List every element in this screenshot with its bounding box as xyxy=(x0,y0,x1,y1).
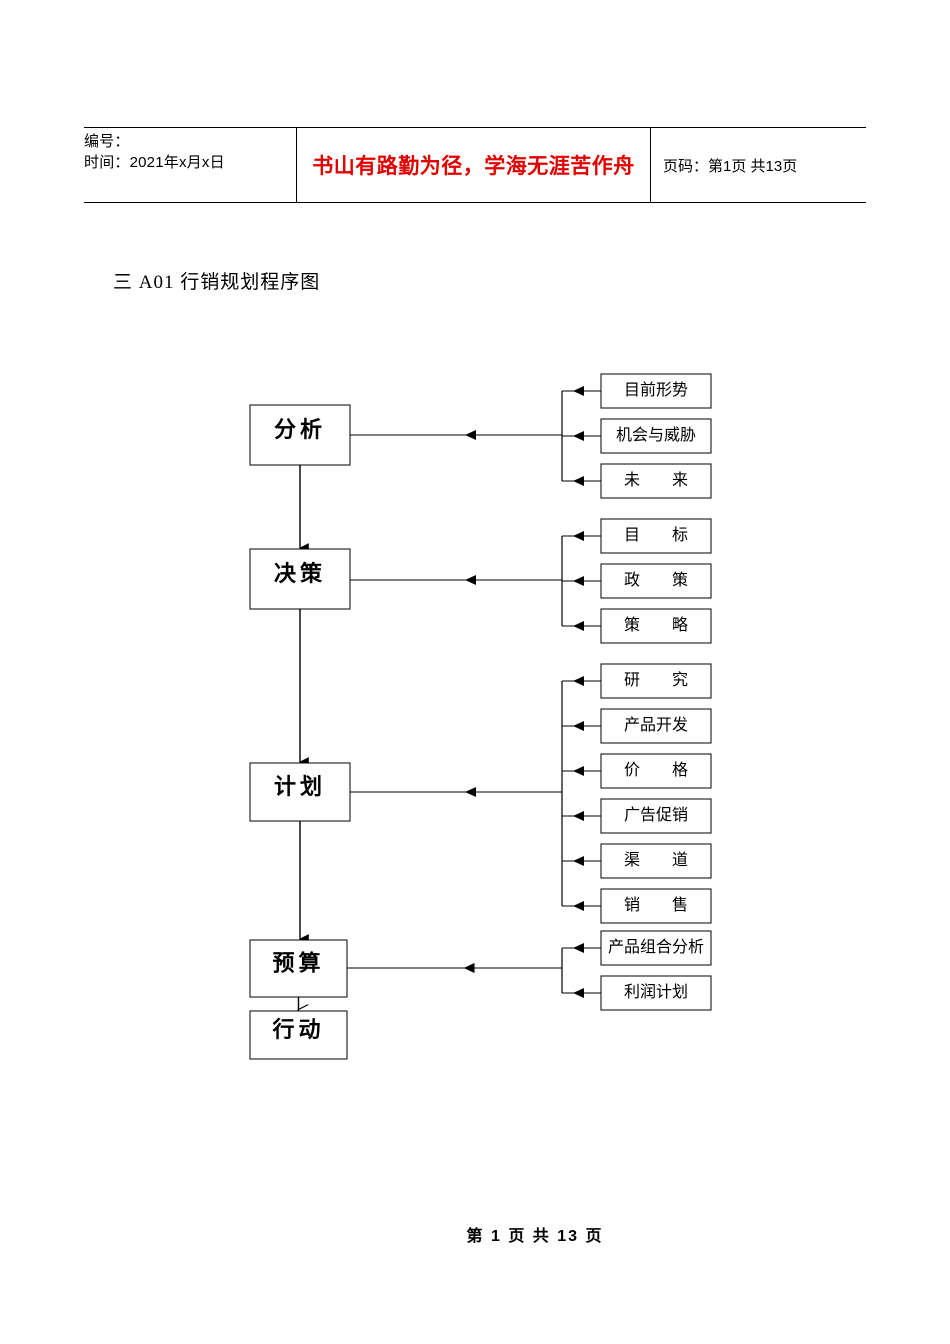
leaf-arrowhead-budget-1 xyxy=(573,988,584,998)
leaf-label-plan-5: 销 售 xyxy=(624,896,688,914)
leaf-label-analysis-1: 机会与威胁 xyxy=(616,426,696,444)
header-page-number: 页码：第1页 共13页 xyxy=(663,157,798,175)
leaf-arrowhead-budget-0 xyxy=(573,943,584,953)
leaf-arrowhead-plan-3 xyxy=(573,811,584,821)
leaf-label-budget-1: 利润计划 xyxy=(624,983,688,1001)
leaf-box-plan-3 xyxy=(600,798,712,834)
leaf-label-plan-2: 价 格 xyxy=(624,761,688,779)
leaf-arrowhead-decision-0 xyxy=(573,531,584,541)
leaf-label-analysis-0: 目前形势 xyxy=(624,381,688,399)
stage-box-budget xyxy=(249,939,348,998)
leaf-box-plan-1 xyxy=(600,708,712,744)
leaf-box-plan-5 xyxy=(600,888,712,924)
leaf-arrowhead-decision-1 xyxy=(573,576,584,586)
leaf-arrowhead-plan-0 xyxy=(573,676,584,686)
leaf-box-plan-0 xyxy=(600,663,712,699)
stage-label-decision: 决策 xyxy=(274,561,326,587)
leaf-arrowhead-plan-4 xyxy=(573,856,584,866)
stage-label-action: 行动 xyxy=(271,1017,324,1043)
leaf-label-plan-0: 研 究 xyxy=(624,671,688,689)
leaf-label-plan-4: 渠 道 xyxy=(624,851,688,869)
leaf-box-plan-4 xyxy=(600,843,712,879)
leaf-arrowhead-analysis-2 xyxy=(573,476,584,486)
header-serial-number: 编号： xyxy=(84,133,130,150)
leaf-box-budget-1 xyxy=(600,975,712,1011)
stage-label-plan: 计划 xyxy=(274,775,326,800)
stage-box-plan xyxy=(249,762,351,822)
leaf-box-decision-0 xyxy=(600,518,712,554)
stage-label-budget: 预算 xyxy=(272,951,324,977)
leaf-box-decision-1 xyxy=(600,563,712,599)
leaf-arrowhead-analysis-0 xyxy=(573,386,584,396)
leaf-label-decision-1: 政 策 xyxy=(624,571,688,589)
branch-feeder-arrowhead-plan xyxy=(465,787,476,797)
stage-box-action xyxy=(249,1010,348,1060)
leaf-box-plan-2 xyxy=(600,753,712,789)
leaf-arrowhead-plan-5 xyxy=(573,901,584,911)
header-cell-motto: 书山有路勤为径，学海无涯苦作舟 xyxy=(297,128,651,202)
branch-feeder-arrowhead-budget xyxy=(463,963,475,973)
stage-box-decision xyxy=(249,548,351,610)
leaf-label-decision-0: 目 标 xyxy=(624,526,688,544)
leaf-label-budget-0: 产品组合分析 xyxy=(608,938,704,956)
leaf-arrowhead-analysis-1 xyxy=(573,431,584,441)
leaf-box-budget-0 xyxy=(600,930,712,966)
stage-label-analysis: 分析 xyxy=(274,418,326,443)
leaf-box-analysis-1 xyxy=(600,418,712,454)
branch-feeder-arrowhead-analysis xyxy=(465,430,476,440)
leaf-arrowhead-decision-2 xyxy=(573,621,584,631)
leaf-label-plan-3: 广告促销 xyxy=(624,806,688,824)
leaf-box-analysis-2 xyxy=(600,463,712,499)
header-date: 时间：2021年x月x日 xyxy=(84,154,225,171)
leaf-arrowhead-plan-2 xyxy=(573,766,584,776)
page-footer: 第 1 页 共 13 页 xyxy=(466,1228,604,1245)
stage-box-analysis xyxy=(249,404,351,466)
document-header-table: 编号： 时间：2021年x月x日 书山有路勤为径，学海无涯苦作舟 页码：第1页 … xyxy=(84,127,866,203)
branch-feeder-arrowhead-decision xyxy=(465,575,476,585)
leaf-label-plan-1: 产品开发 xyxy=(624,716,688,734)
page-title: 三 A01 行销规划程序图 xyxy=(113,272,321,293)
header-cell-pagination: 页码：第1页 共13页 xyxy=(651,128,866,202)
header-cell-meta: 编号： 时间：2021年x月x日 xyxy=(84,128,297,202)
leaf-arrowhead-plan-1 xyxy=(573,721,584,731)
leaf-label-analysis-2: 未 来 xyxy=(624,471,688,489)
header-motto-text: 书山有路勤为径，学海无涯苦作舟 xyxy=(312,155,635,178)
leaf-label-decision-2: 策 略 xyxy=(624,616,688,634)
